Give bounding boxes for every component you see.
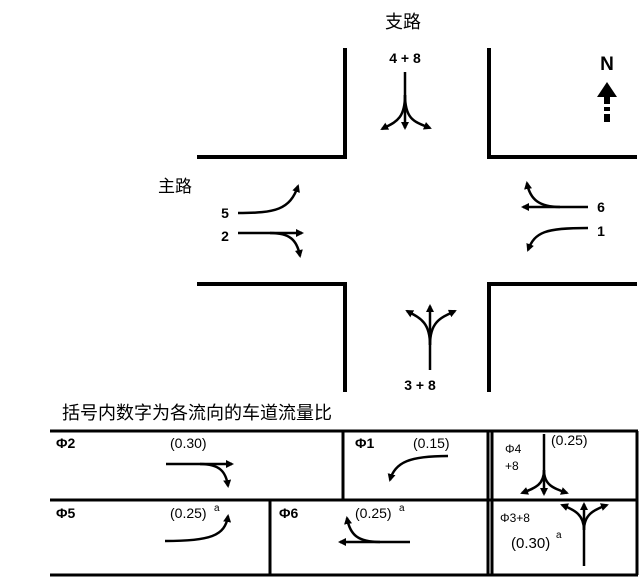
through-right-arrow-icon [166,460,234,488]
phase-table-grid [50,429,639,577]
left-turn-arrow-icon [387,454,449,482]
left-turn-arrow-icon [164,514,232,543]
minor-road-label: 支路 [385,12,421,32]
through-right-arrow-icon [338,516,410,546]
svg-text:Φ5: Φ5 [56,505,75,521]
phase-cell-1: Φ1 (0.15) [355,435,450,482]
phase-table-title: 括号内数字为各流向的车道流量比 [62,403,332,423]
road-curbs [197,48,637,392]
north-approach-label: 4 + 8 [389,50,421,66]
phase-cell-5: Φ5 (0.25) a [56,503,232,543]
major-road-label: 主路 [158,177,192,196]
phase-cell-3-8: Φ3+8 (0.30) a [500,502,609,566]
svg-text:(0.30): (0.30) [170,435,207,451]
movement-5-label: 5 [221,205,229,221]
svg-text:Φ6: Φ6 [279,505,298,521]
phase-cell-2: Φ2 (0.30) [56,435,234,488]
svg-text:Φ1: Φ1 [355,435,374,451]
svg-text:a: a [399,503,405,514]
northbound-movements-icon [405,304,457,370]
eastbound-movements-icon [237,184,304,258]
southbound-movements-icon [380,72,432,131]
svg-text:+8: +8 [505,459,519,473]
svg-text:(0.25): (0.25) [170,505,207,521]
svg-text:(0.25): (0.25) [551,432,588,448]
phase-cell-4-8: Φ4 +8 (0.25) [505,432,588,496]
svg-text:a: a [214,503,220,514]
svg-text:Φ4: Φ4 [505,442,522,456]
svg-text:a: a [556,530,562,541]
svg-text:(0.15): (0.15) [413,435,450,451]
south-approach-label: 3 + 8 [404,377,436,393]
svg-text:(0.25): (0.25) [355,505,392,521]
northbound-all-arrow-icon [560,502,609,566]
svg-text:(0.30): (0.30) [511,535,550,552]
movement-1-label: 1 [597,223,605,239]
southbound-all-arrow-icon [520,434,569,496]
westbound-movements-icon [521,181,589,252]
movement-6-label: 6 [597,199,605,215]
phase-cell-6: Φ6 (0.25) a [279,503,410,546]
movement-2-label: 2 [221,228,229,244]
svg-text:Φ2: Φ2 [56,435,75,451]
svg-text:N: N [600,54,614,75]
north-arrow-icon: N [597,54,617,122]
svg-text:Φ3+8: Φ3+8 [500,511,530,525]
